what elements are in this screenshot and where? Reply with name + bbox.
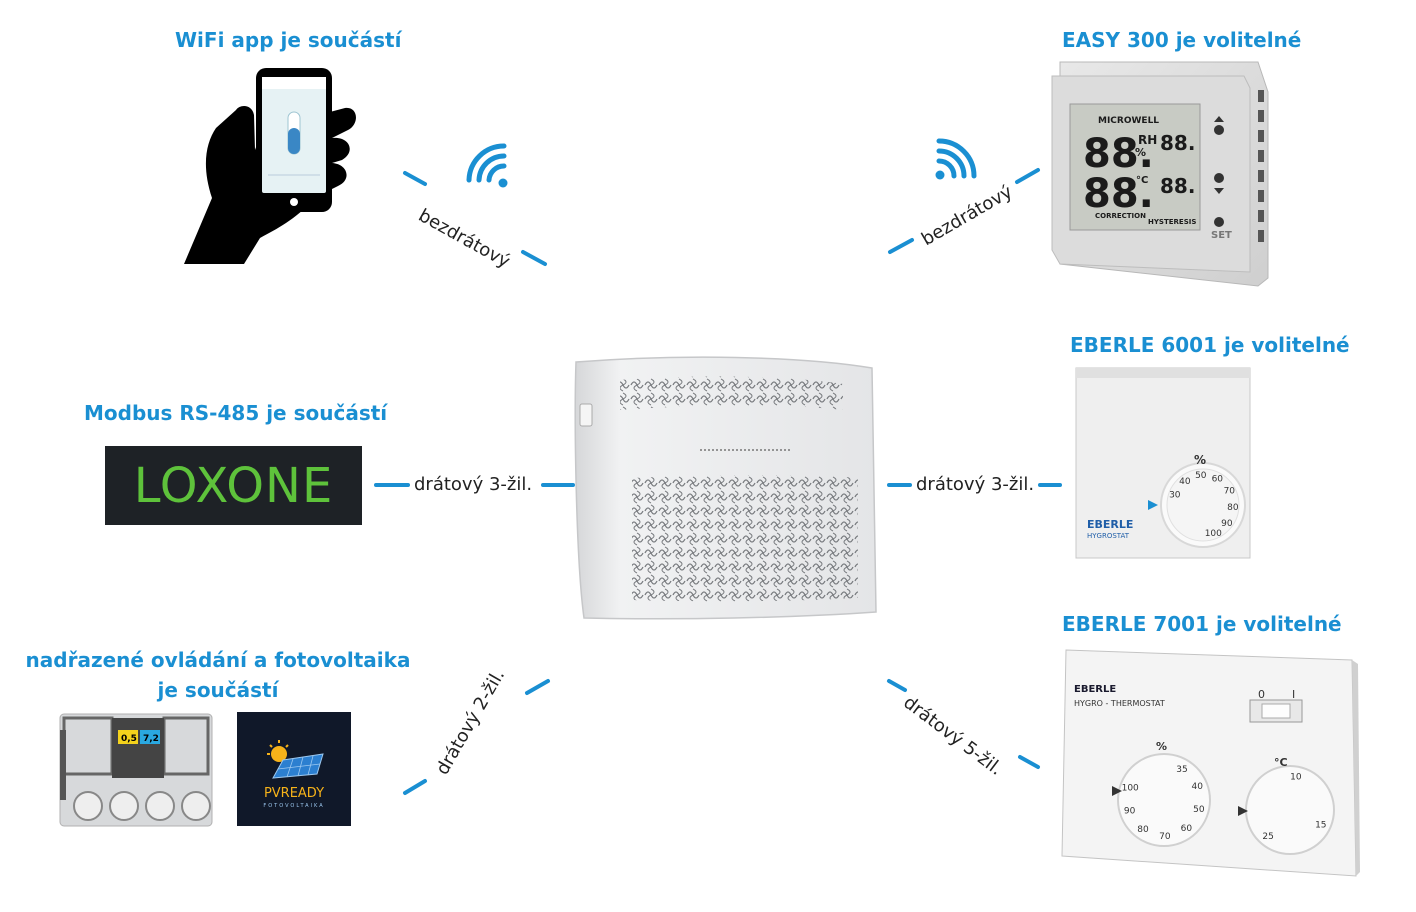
- line-eberle7001-a: [887, 679, 907, 692]
- easy300-temp-value: 88.: [1083, 171, 1154, 217]
- eberle6001-brand: EBERLE: [1087, 518, 1133, 531]
- eberle6001-dial-40: 40: [1179, 477, 1191, 487]
- eberle6001-dial-70: 70: [1224, 487, 1236, 497]
- easy300-brand: MICROWELL: [1098, 116, 1159, 126]
- eberle7001-dial-right-25: 25: [1262, 832, 1273, 842]
- eberle7001-dial-left-40: 40: [1191, 782, 1203, 792]
- line-eberle7001-b: [1018, 755, 1040, 769]
- eberle7001-dial-right-15: 15: [1315, 820, 1326, 830]
- controller-value-1: 0,5: [121, 734, 137, 744]
- pvready-logo: PVREADY FOTOVOLTAIKA: [237, 712, 351, 826]
- conn-label-eberle6001: drátový 3-žil.: [916, 474, 1035, 495]
- eberle7001-dial-left-70: 70: [1159, 832, 1171, 842]
- pump-controller-device: 0,5 7,2: [59, 713, 213, 827]
- eberle6001-dial-100: 100: [1205, 529, 1222, 539]
- eberle7001-model: HYGRO - THERMOSTAT: [1074, 699, 1165, 708]
- eberle7001-switch-on: I: [1292, 688, 1295, 701]
- line-easy300-b: [1015, 168, 1040, 184]
- eberle6001-unit: %: [1194, 453, 1206, 467]
- eberle6001-model: HYGROSTAT: [1087, 532, 1130, 540]
- title-easy300: EASY 300 je volitelné: [1062, 28, 1302, 52]
- eberle6001-dial-90: 90: [1221, 519, 1233, 529]
- title-eberle6001: EBERLE 6001 je volitelné: [1070, 333, 1350, 357]
- eberle7001-dial-left-100: 100: [1122, 784, 1139, 794]
- conn-label-modbus: drátový 3-žil.: [414, 474, 533, 495]
- eberle7001-device: EBERLE HYGRO - THERMOSTAT 0 I % °C: [1061, 649, 1360, 877]
- eberle6001-dial-30: 30: [1169, 491, 1181, 501]
- wifi-icon-left: [466, 143, 508, 188]
- easy300-percent: %: [1135, 146, 1146, 159]
- wifi-icon-right: [935, 138, 977, 180]
- solar-panel-icon: [267, 740, 324, 779]
- loxone-logo: LOXONE: [105, 446, 362, 525]
- pvready-logo-text: PVREADY: [263, 786, 325, 801]
- eberle7001-unit-right: °C: [1274, 756, 1288, 769]
- eberle7001-brand: EBERLE: [1074, 684, 1116, 695]
- easy300-rh-small: 88.: [1160, 131, 1195, 155]
- title-wifi-app: WiFi app je součástí: [175, 28, 402, 52]
- line-wifi-app-a: [403, 171, 427, 186]
- central-dehumidifier-unit: [574, 356, 877, 620]
- eberle7001-dial-left-80: 80: [1137, 825, 1149, 835]
- title-eberle7001: EBERLE 7001 je volitelné: [1062, 612, 1342, 636]
- connection-lines: [374, 168, 1062, 795]
- line-wifi-app-b: [521, 250, 547, 266]
- eberle7001-dial-left-35: 35: [1176, 765, 1187, 775]
- eberle6001-dial-80: 80: [1227, 503, 1239, 513]
- title-control-line1: nadřazené ovládání a fotovoltaika: [25, 648, 411, 672]
- controller-value-2: 7,2: [143, 734, 159, 744]
- easy300-set-label: SET: [1211, 230, 1232, 241]
- eberle7001-dial-left-50: 50: [1193, 805, 1205, 815]
- phone-app-icon: [184, 68, 356, 264]
- easy300-vents: [1258, 90, 1264, 242]
- easy300-hysteresis: HYSTERESIS: [1148, 218, 1196, 226]
- pvready-logo-subtext: FOTOVOLTAIKA: [263, 803, 325, 809]
- eberle7001-dial-left-60: 60: [1181, 824, 1193, 834]
- easy300-buttons: [1214, 116, 1224, 227]
- title-modbus: Modbus RS-485 je součástí: [84, 401, 388, 425]
- eberle6001-dial-50: 50: [1195, 471, 1207, 481]
- easy300-temp-small: 88.: [1160, 174, 1195, 198]
- eberle7001-dial-right-10: 10: [1290, 773, 1302, 783]
- easy300-device: MICROWELL 88. RH % 88. 88. °C 88. CORREC…: [1051, 61, 1269, 287]
- line-control-b: [525, 679, 550, 695]
- easy300-correction: CORRECTION: [1095, 212, 1146, 220]
- eberle6001-dial-60: 60: [1212, 475, 1224, 485]
- easy300-rh-unit: RH: [1138, 133, 1157, 147]
- easy300-temp-unit: °C: [1136, 175, 1148, 186]
- easy300-rh-value: 88.: [1083, 131, 1154, 177]
- eberle7001-dial-left-90: 90: [1124, 807, 1136, 817]
- title-control-line2: je součástí: [157, 678, 279, 702]
- line-easy300-a: [888, 238, 914, 254]
- eberle6001-device: % EBERLE HYGROSTAT: [1075, 367, 1251, 559]
- line-control-a: [403, 779, 427, 795]
- eberle7001-unit-left: %: [1156, 740, 1167, 753]
- loxone-logo-text: LOXONE: [133, 457, 334, 514]
- eberle7001-switch-off: 0: [1258, 688, 1265, 701]
